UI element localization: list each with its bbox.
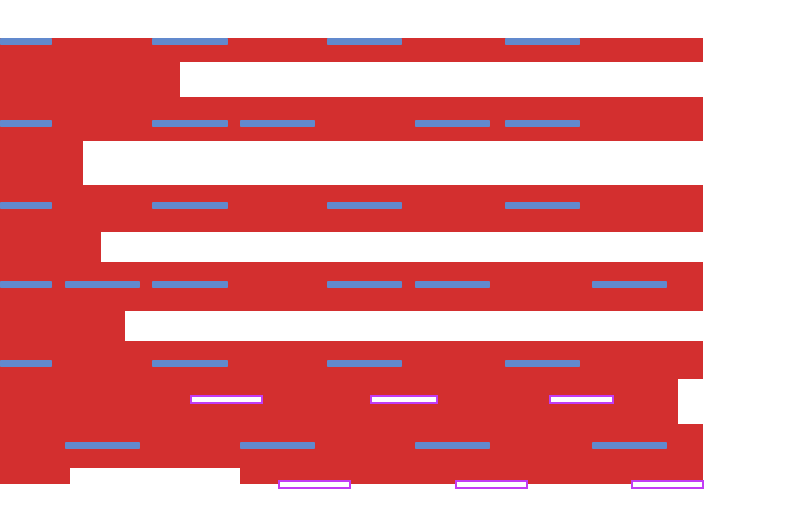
text-bar-r3-c4[interactable]: [505, 202, 580, 209]
field-box-r2-c1[interactable]: [278, 480, 351, 489]
redaction-band-4-tail: [0, 311, 125, 341]
text-bar-r6-c2[interactable]: [240, 442, 315, 449]
text-bar-r5-c3[interactable]: [327, 360, 402, 367]
cutout-r3: [101, 232, 703, 262]
text-bar-r4-c4[interactable]: [327, 281, 402, 288]
field-box-r1-c3[interactable]: [549, 395, 614, 404]
text-bar-r4-c2[interactable]: [65, 281, 140, 288]
text-bar-r6-c3[interactable]: [415, 442, 490, 449]
field-box-r2-c3[interactable]: [631, 480, 704, 489]
text-bar-r6-c1[interactable]: [65, 442, 140, 449]
text-bar-r4-c5[interactable]: [415, 281, 490, 288]
text-bar-r5-c4[interactable]: [505, 360, 580, 367]
text-bar-r2-c5[interactable]: [505, 120, 580, 127]
text-bar-r4-c6[interactable]: [592, 281, 667, 288]
text-bar-r2-c4[interactable]: [415, 120, 490, 127]
text-bar-r3-c1[interactable]: [0, 202, 52, 209]
redaction-band-2-tail: [0, 141, 83, 185]
text-bar-r4-c1[interactable]: [0, 281, 52, 288]
text-bar-r4-c3[interactable]: [152, 281, 228, 288]
text-bar-r2-c1[interactable]: [0, 120, 52, 127]
text-bar-r1-c1[interactable]: [0, 38, 52, 45]
text-bar-r3-c3[interactable]: [327, 202, 402, 209]
redaction-band-1-tail: [0, 76, 180, 97]
text-bar-r5-c2[interactable]: [152, 360, 228, 367]
cutout-r2: [83, 141, 703, 185]
cutout-r5: [678, 379, 703, 424]
text-bar-r1-c4[interactable]: [505, 38, 580, 45]
field-box-r1-c2[interactable]: [370, 395, 438, 404]
redaction-band-7-tail-right: [240, 472, 703, 484]
cutout-r1: [180, 62, 703, 97]
field-box-r1-c1[interactable]: [190, 395, 263, 404]
text-bar-r2-c2[interactable]: [152, 120, 228, 127]
cutout-r6: [70, 468, 240, 509]
cutout-r4: [125, 311, 703, 341]
redaction-band-7-tail-left: [0, 472, 70, 484]
text-bar-r2-c3[interactable]: [240, 120, 315, 127]
field-box-r2-c2[interactable]: [455, 480, 528, 489]
redaction-band-3-tail: [0, 232, 101, 262]
text-bar-r5-c1[interactable]: [0, 360, 52, 367]
text-bar-r6-c4[interactable]: [592, 442, 667, 449]
text-bar-r1-c3[interactable]: [327, 38, 402, 45]
redaction-band-2: [0, 97, 703, 141]
text-bar-r3-c2[interactable]: [152, 202, 228, 209]
text-bar-r1-c2[interactable]: [152, 38, 228, 45]
